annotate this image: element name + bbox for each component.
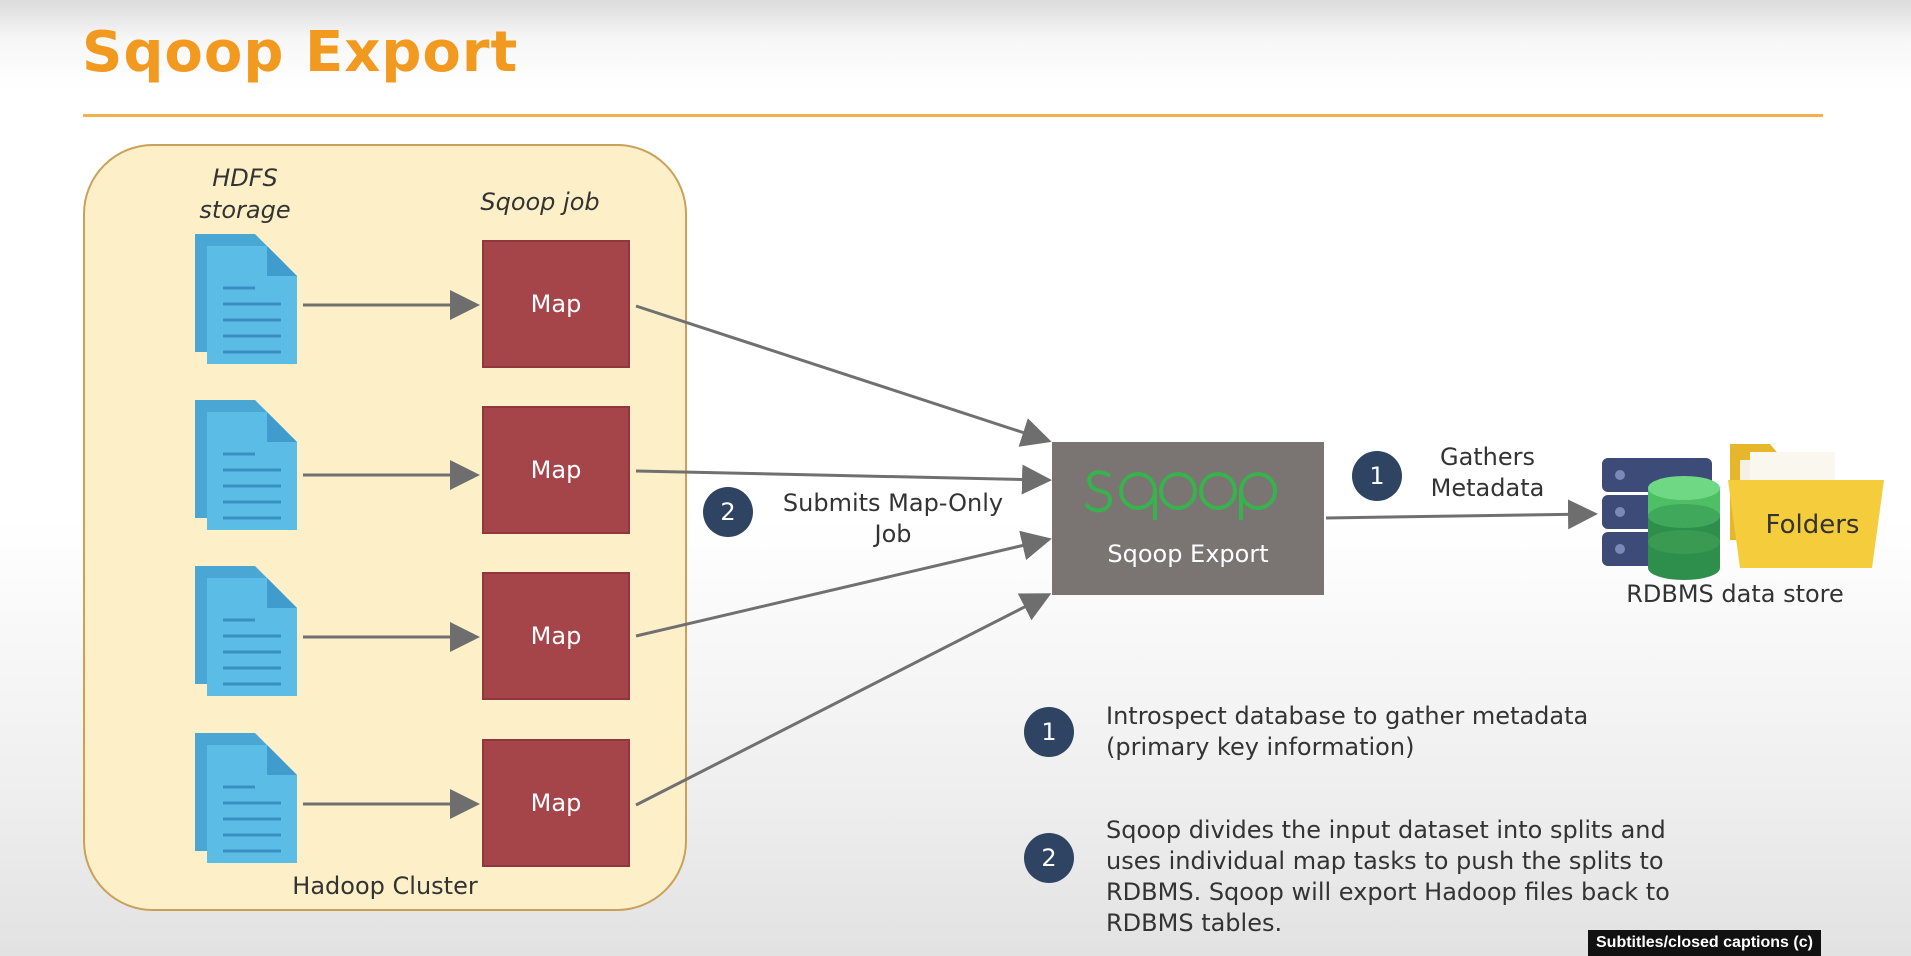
note-2-text: Sqoop divides the input dataset into spl… (1106, 816, 1670, 937)
sqoop-export-caption: Sqoop Export (1107, 540, 1269, 568)
subtitles-toggle-button[interactable]: Subtitles/closed captions (c) (1588, 930, 1821, 956)
note-1-text: Introspect database to gather metadata (… (1106, 702, 1589, 761)
document-icon (195, 733, 297, 863)
map-to-sqoop-arrow-4 (635, 593, 1052, 807)
sqoop-to-rdbms-arrow (1325, 499, 1598, 530)
document-icon (195, 234, 297, 364)
document-icon (195, 566, 297, 696)
map-to-sqoop-arrow-2 (635, 464, 1052, 495)
submits-job-label: Submits Map-Only Job (782, 489, 1004, 548)
hdfs-storage-label: HDFS storage (199, 164, 291, 224)
map-task-box: Map (482, 406, 630, 534)
sqoop-logo (1084, 470, 1277, 520)
map-to-sqoop-arrow-1 (635, 304, 1052, 447)
step-2-badge: 2 (703, 487, 753, 537)
note-1-badge: 1 (1024, 707, 1074, 757)
database-cylinder-icon (1648, 476, 1720, 580)
document-icon (195, 400, 297, 530)
note-2-badge: 2 (1024, 833, 1074, 883)
hadoop-cluster-label: Hadoop Cluster (292, 872, 478, 900)
gathers-metadata-label: Gathers Metadata (1430, 443, 1545, 502)
map-task-box: Map (482, 739, 630, 867)
slide-title: Sqoop Export (82, 20, 519, 85)
title-divider (83, 114, 1823, 117)
folders-label: Folders (1765, 510, 1860, 540)
folder-icon (1728, 444, 1884, 568)
map-to-sqoop-arrow-3 (635, 530, 1052, 638)
rdbms-store-icon (1602, 444, 1884, 580)
map-task-box: Map (482, 240, 630, 368)
sqoop-export-box (1052, 442, 1324, 595)
sqoop-job-label: Sqoop job (480, 188, 600, 216)
map-task-box: Map (482, 572, 630, 700)
step-1-badge: 1 (1352, 451, 1402, 501)
rdbms-data-store-label: RDBMS data store (1626, 580, 1844, 608)
